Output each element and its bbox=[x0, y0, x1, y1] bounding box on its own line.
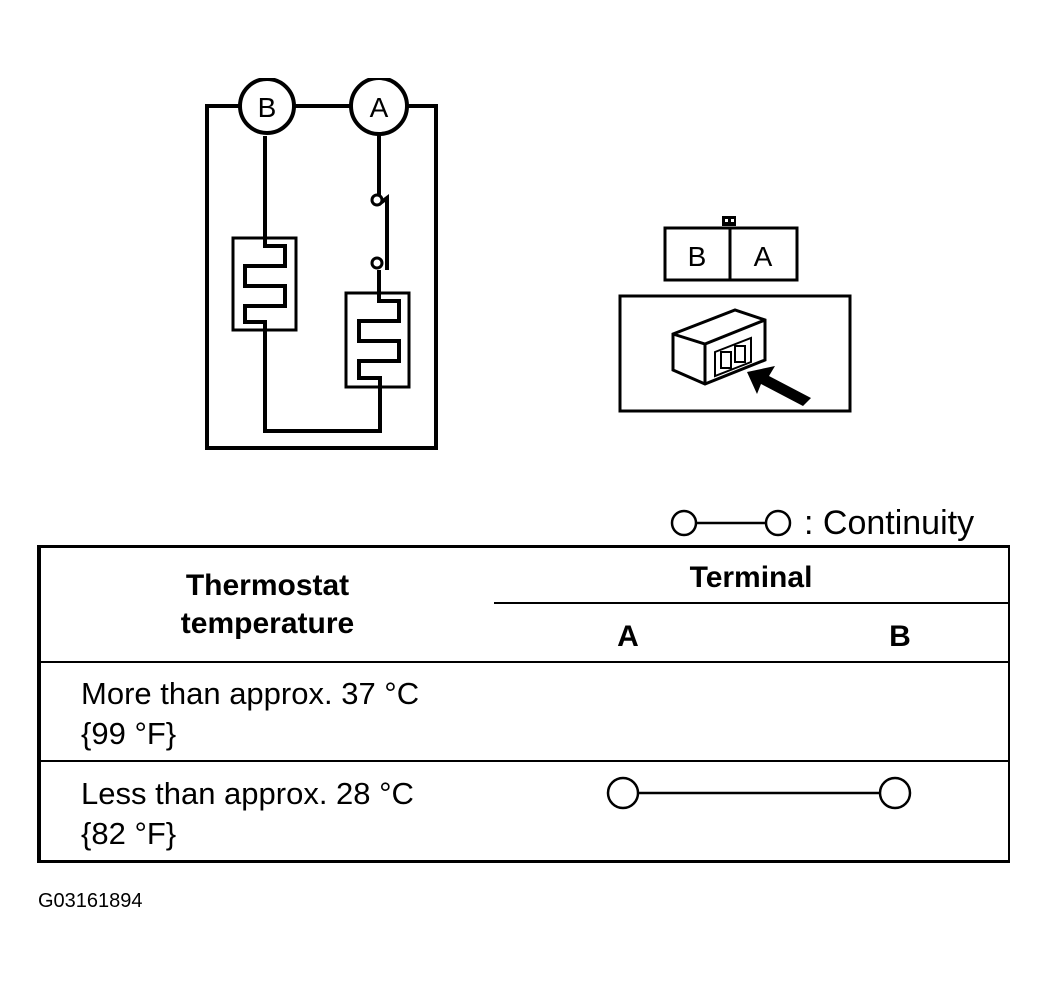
figure-id: G03161894 bbox=[38, 890, 143, 912]
header-thermostat-temperature: Thermostat temperature bbox=[41, 567, 494, 643]
connector-body-illustration bbox=[671, 308, 767, 386]
continuity-legend: : Continuity bbox=[668, 503, 974, 543]
terminal-b-label: B bbox=[258, 92, 277, 123]
connector-diagram: B A bbox=[618, 216, 852, 413]
row-1-temperature: More than approx. 37 °C {99 °F} bbox=[81, 674, 419, 754]
row-2-continuity-symbol bbox=[606, 776, 912, 810]
header-terminal: Terminal bbox=[689, 561, 813, 594]
connector-terminal-b-label: B bbox=[688, 241, 707, 272]
row-divider bbox=[41, 760, 1008, 762]
circuit-outer-wire bbox=[205, 104, 438, 450]
thermostat-switch-contact-lower bbox=[370, 256, 384, 270]
continuity-symbol-icon bbox=[670, 509, 792, 537]
heater-element-left bbox=[231, 236, 298, 332]
connector-terminal-a-label: A bbox=[754, 241, 773, 272]
header-thermostat-line2: temperature bbox=[180, 607, 355, 640]
continuity-legend-text: : Continuity bbox=[804, 503, 975, 542]
heater-element-right bbox=[344, 291, 411, 396]
header-terminal-b: B bbox=[889, 620, 911, 653]
thermostat-switch-contact-upper bbox=[370, 193, 384, 207]
header-thermostat-line1: Thermostat bbox=[185, 569, 350, 602]
heater-element-left-wire bbox=[263, 136, 382, 433]
header-terminal-a: A bbox=[617, 620, 639, 653]
row-2-line1: Less than approx. 28 °C bbox=[81, 776, 414, 811]
arrow-icon bbox=[747, 366, 811, 406]
connector-lock-tab bbox=[722, 216, 736, 226]
terminal-a-symbol: A bbox=[349, 78, 409, 136]
thermostat-switch-wire bbox=[377, 135, 389, 293]
terminal-a-label: A bbox=[370, 92, 389, 123]
terminal-header-divider bbox=[494, 602, 1008, 604]
row-1-line1: More than approx. 37 °C bbox=[81, 676, 420, 711]
header-bottom-divider bbox=[41, 661, 1008, 663]
row-2-temperature: Less than approx. 28 °C {82 °F} bbox=[81, 774, 414, 854]
terminal-b-symbol: B bbox=[238, 78, 296, 135]
row-1-line2: {99 °F} bbox=[81, 716, 177, 751]
thermostat-circuit-diagram: B A bbox=[205, 78, 438, 450]
connector-terminal-face: B A bbox=[663, 226, 799, 282]
continuity-table: Thermostat temperature Terminal A B More… bbox=[37, 545, 1010, 863]
row-2-line2: {82 °F} bbox=[81, 816, 177, 851]
